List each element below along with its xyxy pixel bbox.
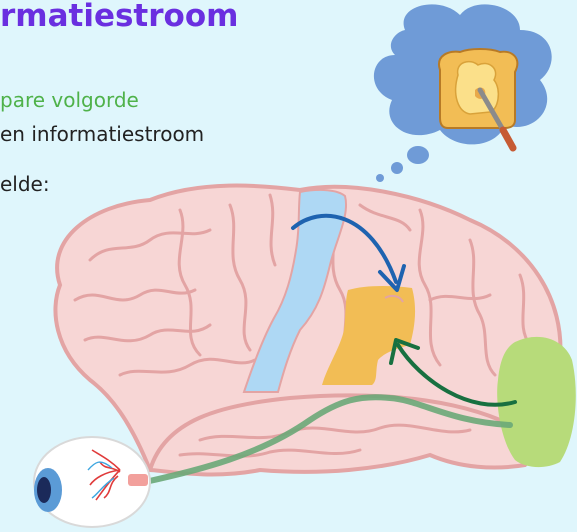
eye-icon: [34, 437, 150, 527]
brain-illustration: [55, 186, 575, 475]
